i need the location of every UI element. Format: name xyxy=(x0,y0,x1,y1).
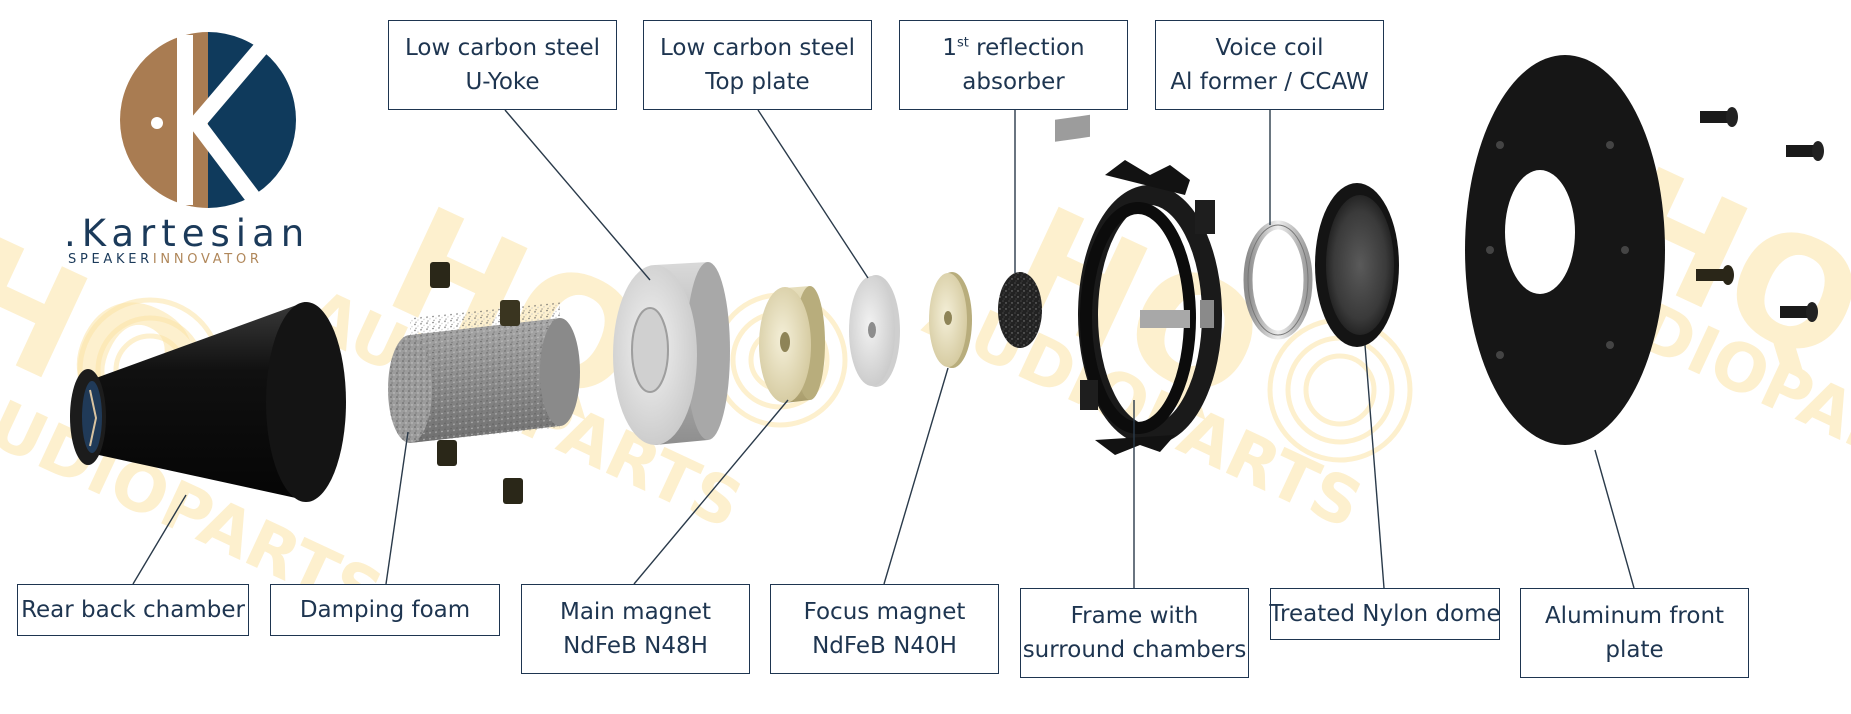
label-absorber-sup: st xyxy=(957,35,969,51)
logo-k-arm xyxy=(186,34,275,134)
leader-front-plate xyxy=(1594,449,1635,589)
label-focus-magnet-line1: Focus magnet xyxy=(803,599,966,625)
logo-k-stem xyxy=(177,35,193,205)
main-magnet-part xyxy=(759,286,825,403)
mounting-screws xyxy=(1696,107,1824,322)
label-focus-magnet: Focus magnet NdFeB N40H xyxy=(770,584,999,674)
frame-part xyxy=(1055,114,1222,455)
small-nuts xyxy=(430,262,523,504)
reflection-absorber-part xyxy=(998,272,1042,348)
leader-main-magnet xyxy=(633,399,789,585)
label-absorber-line2: absorber xyxy=(962,69,1065,95)
label-voice-coil-line1: Voice coil xyxy=(1215,35,1324,61)
label-frame-line1: Frame with xyxy=(1070,603,1199,629)
leader-top-plate xyxy=(757,109,869,279)
leader-dome xyxy=(1364,344,1385,589)
label-absorber-rest: reflection xyxy=(968,35,1085,61)
label-reflection-absorber: 1st reflection absorber xyxy=(899,20,1128,110)
label-top-plate: Low carbon steel Top plate xyxy=(643,20,872,110)
leader-damping xyxy=(385,431,409,585)
label-rear-line1: Rear back chamber xyxy=(21,597,245,623)
leader-focus-magnet xyxy=(883,367,949,585)
label-absorber-line1: 1st reflection xyxy=(942,31,1084,65)
label-main-magnet: Main magnet NdFeB N48H xyxy=(521,584,750,674)
label-front-plate: Aluminum front plate xyxy=(1520,588,1749,678)
leader-rear xyxy=(132,494,187,585)
label-frame-line2: surround chambers xyxy=(1022,637,1247,663)
label-rear-back-chamber: Rear back chamber xyxy=(17,584,249,636)
logo-tagline: SPEAKERINNOVATOR xyxy=(68,252,263,267)
logo-dot xyxy=(151,117,163,129)
logo-tagline-speaker: SPEAKER xyxy=(68,252,153,267)
label-top-plate-line2: Top plate xyxy=(705,69,810,95)
kartesian-logo xyxy=(120,32,296,208)
damping-foam-part xyxy=(388,302,580,443)
label-frame: Frame with surround chambers xyxy=(1020,588,1249,678)
label-damping-foam: Damping foam xyxy=(270,584,500,636)
label-top-plate-line1: Low carbon steel xyxy=(659,35,856,61)
logo-wordmark: .Kartesian xyxy=(64,212,311,255)
label-u-yoke-line2: U-Yoke xyxy=(465,69,540,95)
u-yoke-part xyxy=(613,262,730,445)
label-focus-magnet-line2: NdFeB N40H xyxy=(812,633,957,659)
label-front-plate-line2: plate xyxy=(1605,637,1664,663)
label-u-yoke: Low carbon steel U-Yoke xyxy=(388,20,617,110)
front-plate-part xyxy=(1465,55,1665,445)
voice-coil-part xyxy=(1243,220,1313,340)
logo-k-leg xyxy=(186,113,262,205)
label-main-magnet-line2: NdFeB N48H xyxy=(563,633,708,659)
label-front-plate-line1: Aluminum front xyxy=(1544,603,1725,629)
label-u-yoke-line1: Low carbon steel xyxy=(404,35,601,61)
rear-back-chamber-part xyxy=(70,302,346,502)
leader-lines xyxy=(132,109,1635,589)
label-voice-coil-line2: Al former / CCAW xyxy=(1170,69,1369,95)
logo-tagline-innovator: INNOVATOR xyxy=(152,252,263,267)
label-main-magnet-line1: Main magnet xyxy=(559,599,712,625)
label-dome-line1: Treated Nylon dome xyxy=(1269,601,1501,627)
label-damping-line1: Damping foam xyxy=(299,597,471,623)
leader-yoke xyxy=(504,109,651,281)
label-voice-coil: Voice coil Al former / CCAW xyxy=(1155,20,1384,110)
focus-magnet-part xyxy=(929,272,972,368)
label-absorber-num: 1 xyxy=(942,35,957,61)
label-nylon-dome: Treated Nylon dome xyxy=(1269,588,1501,640)
top-plate-part xyxy=(849,275,900,387)
nylon-dome-part xyxy=(1315,183,1399,347)
